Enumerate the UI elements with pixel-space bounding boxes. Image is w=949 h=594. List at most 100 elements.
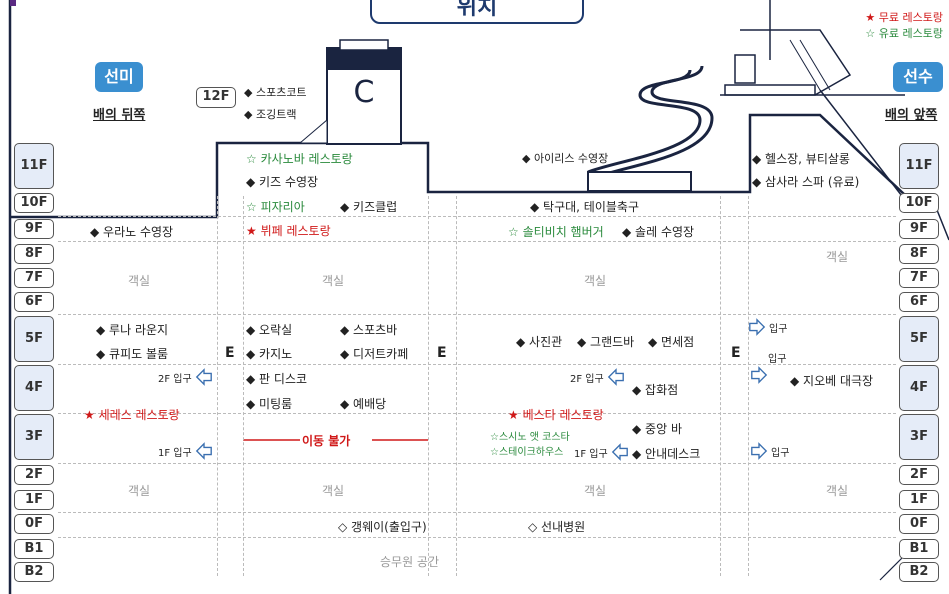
floor-right-9f: 9F bbox=[899, 219, 939, 239]
casino: ◆ 카지노 bbox=[246, 347, 293, 361]
photo-studio: ◆ 사진관 bbox=[516, 335, 563, 349]
cabin-area: 객실 bbox=[826, 484, 849, 498]
floor-right-5f: 5F bbox=[899, 316, 939, 362]
floor-left-9f: 9F bbox=[14, 219, 54, 239]
floor-left-2f: 2F bbox=[14, 465, 54, 485]
cabin-area: 객실 bbox=[322, 274, 345, 288]
entry-label: 1F 입구 bbox=[574, 448, 608, 460]
entry-1f-center: 1F 입구 bbox=[574, 443, 629, 461]
seres-restaurant: ★ 세레스 레스토랑 bbox=[84, 408, 180, 422]
pan-disco: ◆ 판 디스코 bbox=[246, 372, 308, 386]
floor-left-8f: 8F bbox=[14, 244, 54, 264]
cabin-area: 객실 bbox=[584, 274, 607, 288]
entry-2f-left: 2F 입구 bbox=[158, 368, 213, 386]
no-movement-zone: 이동 불가 bbox=[302, 434, 351, 448]
entry-label: 2F 입구 bbox=[158, 373, 192, 385]
floor-right-6f: 6F bbox=[899, 292, 939, 312]
floor-left-0f: 0F bbox=[14, 514, 54, 534]
arrow-right-icon bbox=[751, 366, 768, 384]
casanova-restaurant: ☆ 카사노바 레스토랑 bbox=[246, 152, 353, 166]
cabin-area: 객실 bbox=[826, 250, 849, 264]
floor-left-7f: 7F bbox=[14, 268, 54, 288]
floor-left-4f: 4F bbox=[14, 365, 54, 411]
bow-badge: 선수 bbox=[893, 62, 943, 92]
gangway: ◇ 갱웨이(출입구) bbox=[338, 520, 427, 534]
floor-right-11f: 11F bbox=[899, 143, 939, 189]
elevator-label: E bbox=[437, 345, 447, 361]
sports-court: ◆ 스포츠코트 bbox=[244, 86, 307, 99]
giove-theater: ◆ 지오베 대극장 bbox=[790, 374, 874, 388]
entry-label: 2F 입구 bbox=[570, 373, 604, 385]
duty-free: ◆ 면세점 bbox=[648, 335, 695, 349]
elevator-shaft bbox=[456, 196, 457, 576]
floor-right-4f: 4F bbox=[899, 365, 939, 411]
floor-right-0f: 0F bbox=[899, 514, 939, 534]
ship-hospital: ◇ 선내병원 bbox=[528, 520, 586, 534]
elevator-shaft bbox=[217, 196, 218, 576]
floor-divider bbox=[58, 537, 896, 538]
steakhouse: ☆스테이크하우스 bbox=[490, 447, 564, 458]
floor-divider bbox=[58, 413, 896, 414]
info-desk: ◆ 안내데스크 bbox=[632, 447, 701, 461]
table-tennis: ◆ 탁구대, 테이블축구 bbox=[530, 200, 639, 214]
floor-right-7f: 7F bbox=[899, 268, 939, 288]
entry-2f-center: 2F 입구 bbox=[570, 368, 625, 386]
floor-right-2f: 2F bbox=[899, 465, 939, 485]
stern-badge: 선미 bbox=[95, 62, 143, 92]
legend-paid: ☆ 유료 레스토랑 bbox=[865, 27, 943, 40]
floor-left-6f: 6F bbox=[14, 292, 54, 312]
solteevichi-burger: ☆ 솔티비치 햄버거 bbox=[508, 225, 604, 239]
cabin-area: 객실 bbox=[128, 274, 151, 288]
arrow-left-icon bbox=[611, 443, 628, 461]
cabin-area: 객실 bbox=[322, 484, 345, 498]
svg-text:C: C bbox=[354, 75, 375, 110]
floor-label-12f: 12F bbox=[196, 87, 236, 108]
bow-subtitle: 배의 앞쪽 bbox=[885, 108, 938, 123]
floor-right-10f: 10F bbox=[899, 193, 939, 213]
buffet-restaurant: ★ 뷔페 레스토랑 bbox=[246, 224, 331, 238]
elevator-label: E bbox=[731, 345, 741, 361]
legend-free: ★ 무료 레스토랑 bbox=[865, 11, 943, 24]
arrow-right-icon bbox=[749, 318, 766, 336]
entry-4f-right bbox=[750, 366, 768, 384]
arrow-left-icon bbox=[195, 442, 212, 460]
elevator-shaft bbox=[243, 196, 244, 576]
floor-left-b2: B2 bbox=[14, 562, 54, 582]
floor-left-5f: 5F bbox=[14, 316, 54, 362]
kids-club: ◆ 키즈클럽 bbox=[340, 200, 398, 214]
jogging-track: ◆ 조깅트랙 bbox=[244, 108, 297, 121]
entry-label: 입구 bbox=[769, 323, 788, 335]
floor-right-3f: 3F bbox=[899, 414, 939, 460]
elevator-label: E bbox=[225, 345, 235, 361]
elevator-shaft bbox=[720, 196, 721, 576]
arrow-left-icon bbox=[195, 368, 212, 386]
sole-pool: ◆ 솔레 수영장 bbox=[622, 225, 695, 239]
iris-pool: ◆ 아이리스 수영장 bbox=[522, 152, 609, 165]
floor-right-1f: 1F bbox=[899, 490, 939, 510]
urano-pool: ◆ 우라노 수영장 bbox=[90, 225, 174, 239]
variety-store: ◆ 잡화점 bbox=[632, 383, 679, 397]
elevator-shaft bbox=[428, 196, 429, 576]
gym-beauty-salon: ◆ 헬스장, 뷰티살롱 bbox=[752, 152, 850, 166]
luna-lounge: ◆ 루나 라운지 bbox=[96, 323, 169, 337]
meeting-room: ◆ 미팅룸 bbox=[246, 397, 293, 411]
pizzeria: ☆ 피자리아 bbox=[246, 200, 305, 214]
dessert-cafe: ◆ 디저트카페 bbox=[340, 347, 409, 361]
floor-divider bbox=[58, 216, 896, 217]
page-title: 위치 bbox=[370, 0, 584, 24]
cabin-area: 객실 bbox=[128, 484, 151, 498]
entry-5f-right: 입구 bbox=[748, 318, 787, 336]
floor-right-b2: B2 bbox=[899, 562, 939, 582]
grand-bar: ◆ 그랜드바 bbox=[577, 335, 635, 349]
floor-left-1f: 1F bbox=[14, 490, 54, 510]
samsara-spa: ◆ 삼사라 스파 (유료) bbox=[752, 175, 860, 189]
floor-right-8f: 8F bbox=[899, 244, 939, 264]
entry-4f-right-label: 입구 bbox=[768, 350, 786, 365]
floor-divider bbox=[58, 463, 896, 464]
arrow-left-icon bbox=[607, 368, 624, 386]
floor-left-10f: 10F bbox=[14, 193, 54, 213]
chapel: ◆ 예배당 bbox=[340, 397, 387, 411]
game-room: ◆ 오락실 bbox=[246, 323, 293, 337]
cupid-ballroom: ◆ 큐피도 볼룸 bbox=[96, 347, 169, 361]
stern-subtitle: 배의 뒤쪽 bbox=[93, 108, 146, 123]
